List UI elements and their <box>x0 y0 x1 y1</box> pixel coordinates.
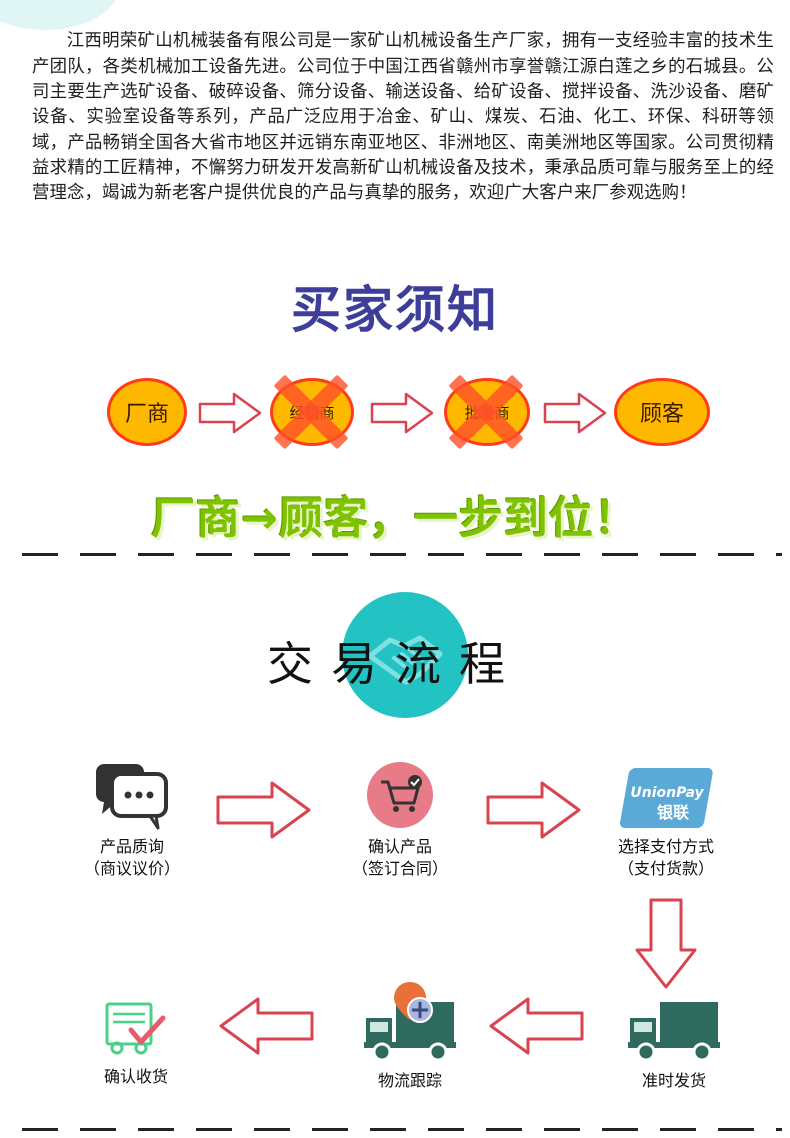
shopping-cart-icon <box>367 762 433 828</box>
supply-chain-flow: 厂商 经销商 批发商 顾客 <box>0 370 790 454</box>
step-label: 准时发货 <box>641 1071 706 1090</box>
delivery-truck-icon <box>628 1002 720 1062</box>
unionpay-icon: UnionPay 银联 <box>620 768 713 828</box>
dashed-divider <box>22 553 782 556</box>
oval-distributor: 经销商 <box>270 378 354 446</box>
arrow-right-icon <box>370 392 434 434</box>
step-ship-on-time: 准时发货 <box>594 994 754 1092</box>
step-sublabel: （签订合同） <box>351 859 448 878</box>
slogan: 厂商→顾客，一步到位！ <box>151 493 639 544</box>
oval-customer: 顾客 <box>614 378 710 446</box>
step-logistics-tracking: 物流跟踪 <box>330 980 490 1092</box>
step-label: 物流跟踪 <box>377 1071 442 1090</box>
step-sublabel: （支付货款） <box>617 859 714 878</box>
oval-manufacturer: 厂商 <box>107 378 187 446</box>
step-label: 确认产品 <box>367 837 432 856</box>
tracking-truck-icon <box>364 982 456 1062</box>
step-label: 选择支付方式 <box>617 837 714 856</box>
received-truck-check-icon <box>105 1002 166 1055</box>
handshake-circle <box>342 592 468 718</box>
arrow-left-icon <box>489 997 584 1055</box>
step-payment: UnionPay 银联 选择支付方式 （支付货款） <box>586 766 746 880</box>
corner-decoration <box>0 0 120 30</box>
dashed-divider <box>22 1128 782 1131</box>
step-inquiry: 产品质询 （商议议价） <box>52 760 212 880</box>
arrow-right-icon <box>198 392 262 434</box>
arrow-right-icon <box>543 392 607 434</box>
arrow-right-icon <box>486 781 581 839</box>
step-sublabel: （商议议价） <box>83 859 180 878</box>
arrow-down-icon <box>635 898 697 989</box>
oval-wholesaler: 批发商 <box>444 378 530 446</box>
company-intro: 江西明荣矿山机械装备有限公司是一家矿山机械设备生产厂家，拥有一支经验丰富的技术生… <box>32 31 774 204</box>
arrow-left-icon <box>219 997 314 1055</box>
buyer-notice-title: 买家须知 <box>291 281 499 339</box>
step-confirm-product: 确认产品 （签订合同） <box>320 760 480 880</box>
trade-process-title: 交易流程 <box>267 637 523 691</box>
arrow-right-icon <box>216 781 311 839</box>
step-label: 产品质询 <box>99 837 164 856</box>
handshake-icon <box>367 635 443 685</box>
unionpay-cn-text: 银联 <box>657 803 689 822</box>
step-label: 确认收货 <box>103 1067 168 1086</box>
unionpay-en-text: UnionPay <box>630 785 704 801</box>
chat-bubbles-icon <box>96 764 168 830</box>
step-confirm-receipt: 确认收货 <box>56 1000 216 1088</box>
